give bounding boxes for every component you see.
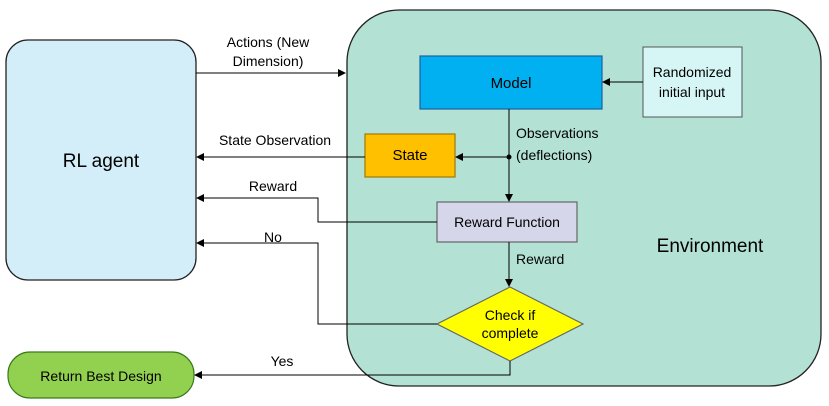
reward-to-agent-label: Reward [249, 178, 297, 194]
no-arrow [196, 239, 437, 325]
state-observation-label: State Observation [219, 132, 331, 148]
rl-agent-label: RL agent [63, 151, 140, 172]
observations-label-line2: (deflections) [516, 147, 592, 163]
actions-label-line2: Dimension) [233, 53, 304, 69]
randomized-input-label-line2: initial input [659, 84, 725, 100]
model-box [419, 55, 603, 110]
state-label: State [392, 147, 427, 164]
check-complete-label-line1: Check if [485, 307, 536, 323]
reward-to-check-label: Reward [516, 251, 564, 267]
randomized-input-label-line1: Randomized [653, 64, 732, 80]
return-best-design-label: Return Best Design [40, 368, 161, 384]
reward-to-agent-arrow [196, 194, 437, 223]
check-complete-label-line2: complete [482, 325, 539, 341]
environment-label: Environment [657, 236, 764, 257]
reward-function-box [436, 201, 578, 243]
model-label: Model [491, 75, 532, 92]
yes-label: Yes [271, 353, 294, 369]
observations-label-line1: Observations [516, 125, 598, 141]
reward-function-label: Reward Function [454, 214, 560, 230]
actions-label-line1: Actions (New [227, 34, 310, 50]
no-label: No [264, 229, 282, 245]
randomized-input-box [642, 46, 743, 118]
yes-arrow [194, 361, 511, 379]
